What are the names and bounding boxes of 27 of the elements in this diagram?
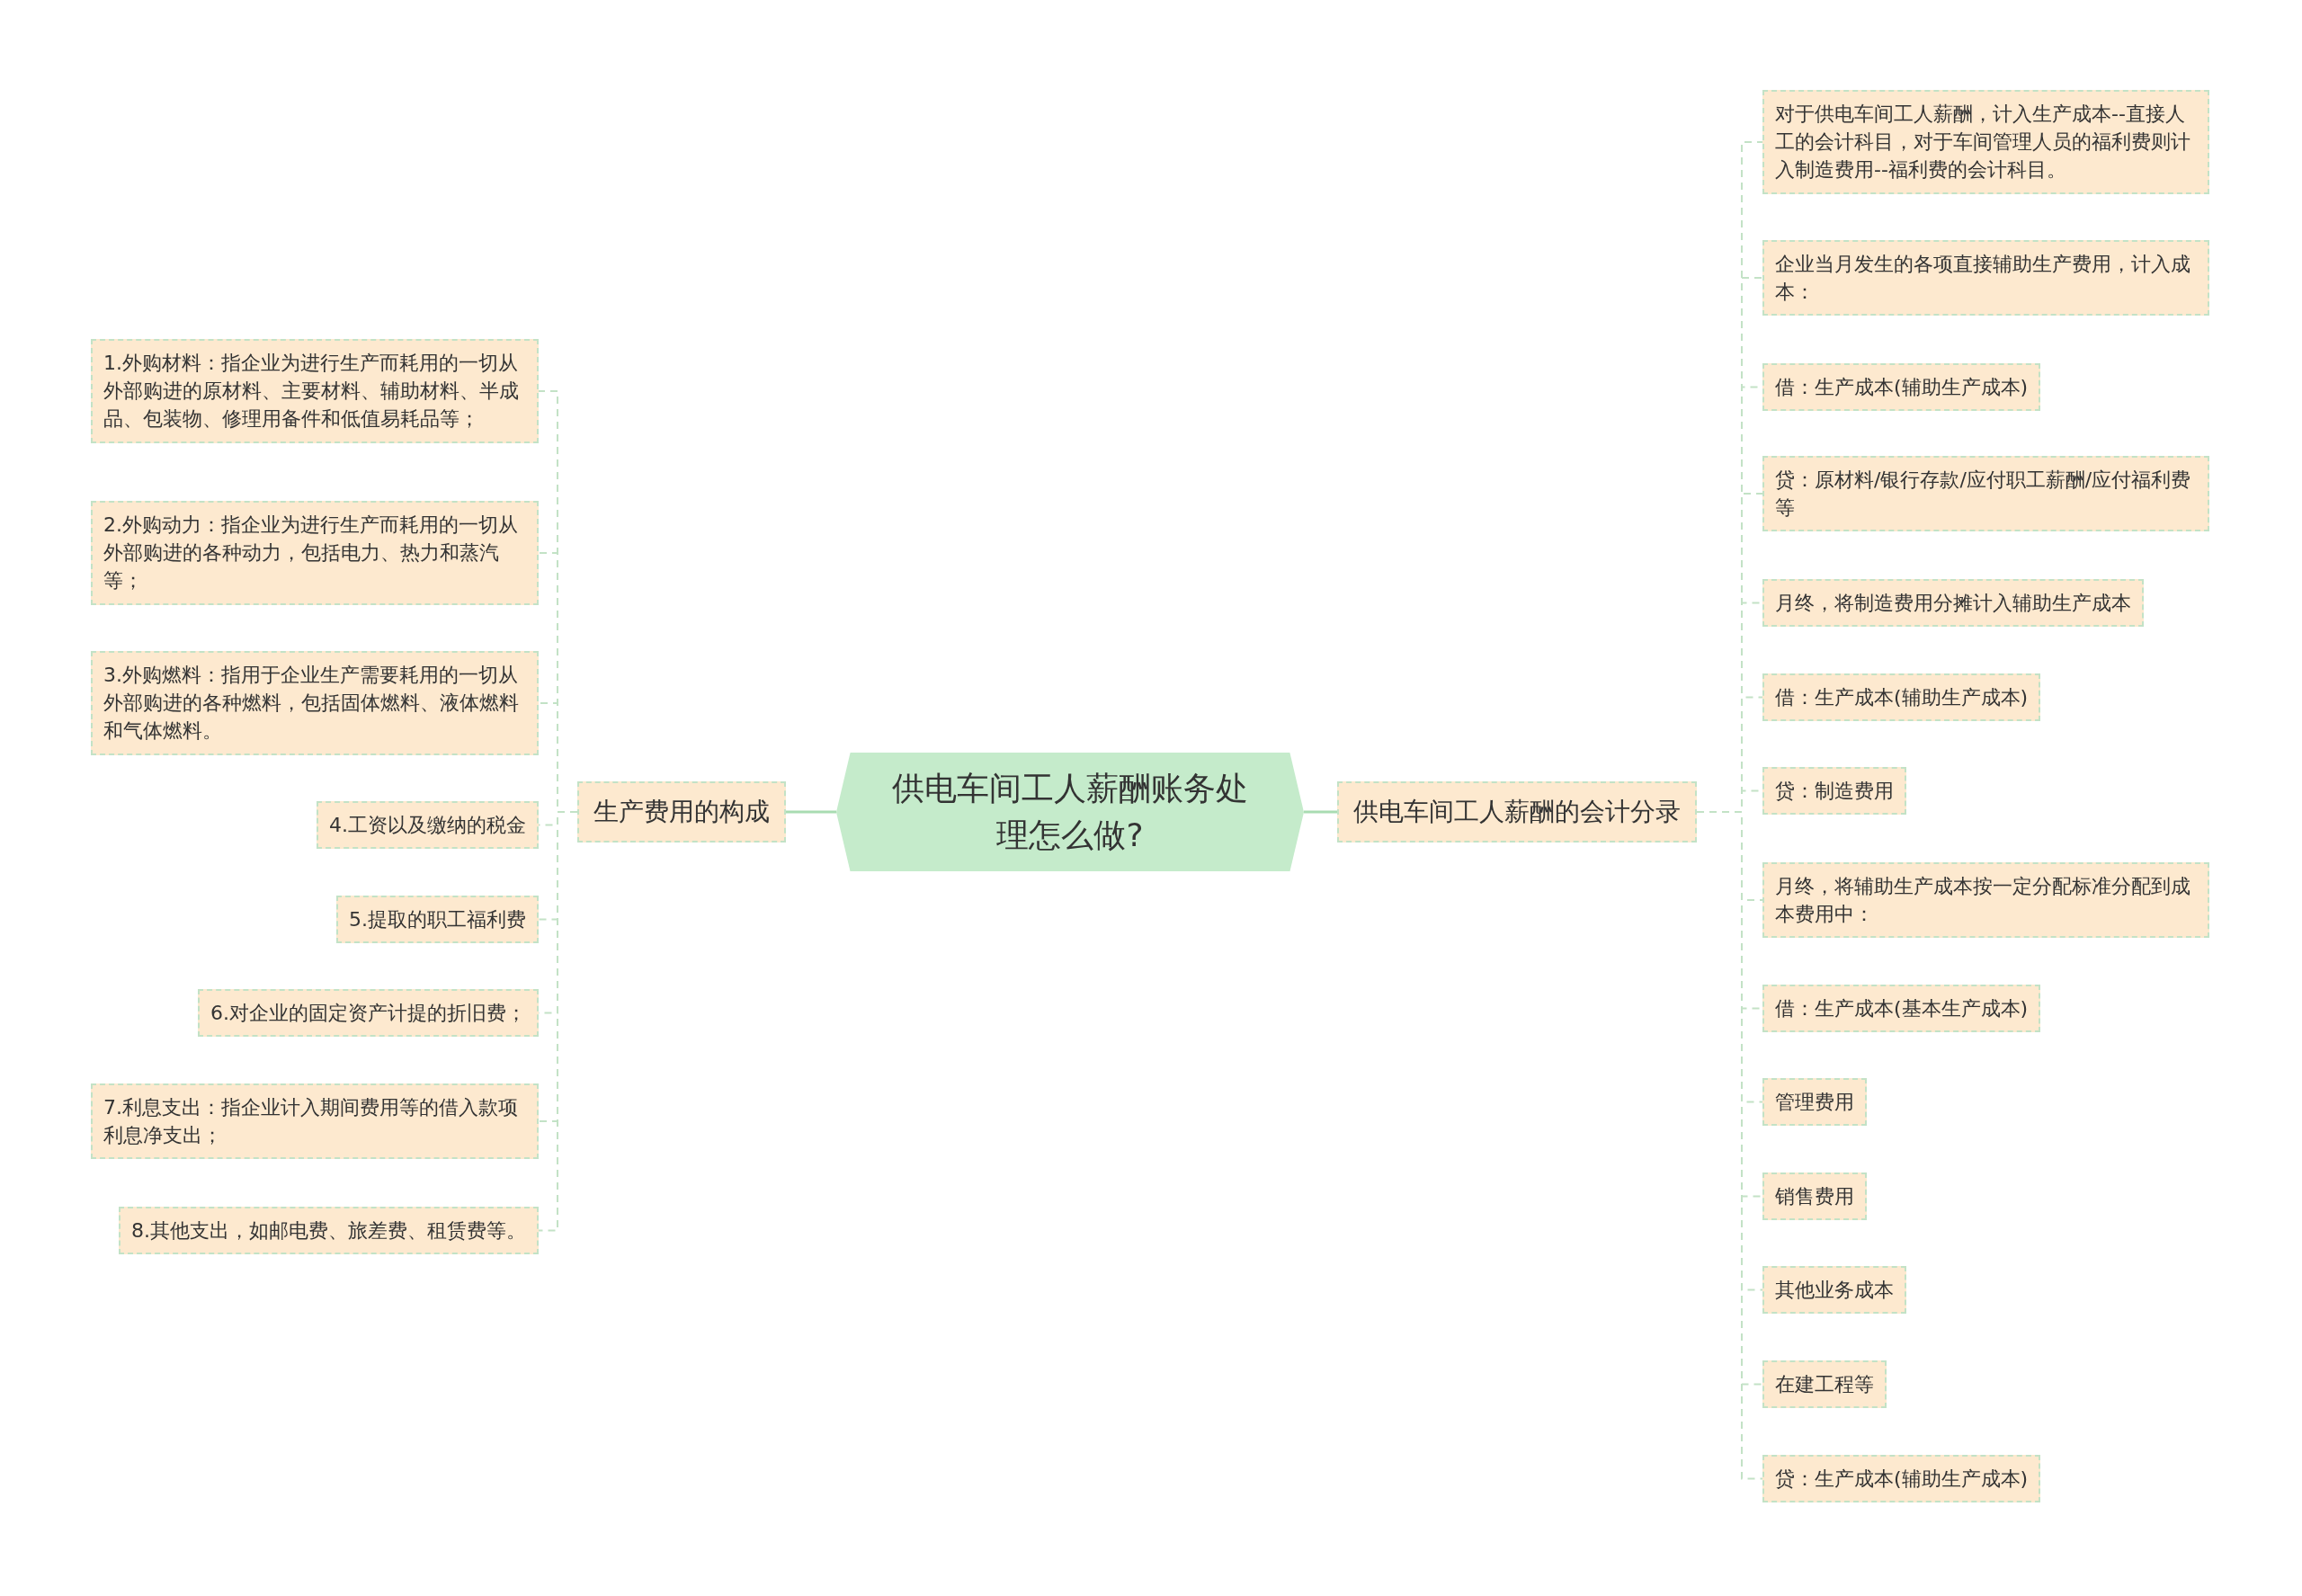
leaf-box: 6.对企业的固定资产计提的折旧费；: [198, 988, 539, 1037]
leaf-box: 贷：生产成本(辅助生产成本): [1762, 1454, 2041, 1502]
leaf-box: 5.提取的职工福利费: [336, 895, 539, 943]
leaf-box: 企业当月发生的各项直接辅助生产费用，计入成本：: [1762, 240, 2209, 317]
leaf-box: 4.工资以及缴纳的税金: [317, 800, 539, 849]
leaf-box: 在建工程等: [1762, 1360, 1887, 1408]
leaf-box: 7.利息支出：指企业计入期间费用等的借入款项利息净支出；: [91, 1083, 539, 1160]
connector: [786, 810, 836, 814]
leaf-box: 月终，将制造费用分摊计入辅助生产成本: [1762, 578, 2144, 627]
leaf-box: 3.外购燃料：指用于企业生产需要耗用的一切从外部购进的各种燃料，包括固体燃料、液体燃料和气体燃料。: [91, 651, 539, 755]
leaf-box: 对于供电车间工人薪酬，计入生产成本--直接人工的会计科目，对于车间管理人员的福利费则计入制造费用--福利费的会计科目。: [1762, 90, 2209, 194]
leaf-box: 销售费用: [1762, 1172, 1867, 1220]
connector: [1304, 810, 1337, 814]
leaf-box: 借：生产成本(辅助生产成本): [1762, 362, 2041, 411]
leaf-box: 2.外购动力：指企业为进行生产而耗用的一切从外部购进的各种动力，包括电力、热力和蒸汽等；: [91, 501, 539, 605]
branch-box: 生产费用的构成: [577, 781, 786, 843]
leaf-box: 贷：制造费用: [1762, 766, 1906, 815]
leaf-box: 月终，将辅助生产成本按一定分配标准分配到成本费用中：: [1762, 862, 2209, 939]
branch-box: 供电车间工人薪酬的会计分录: [1337, 781, 1697, 843]
leaf-box: 其他业务成本: [1762, 1265, 1906, 1314]
leaf-box: 借：生产成本(基本生产成本): [1762, 984, 2041, 1032]
leaf-box: 借：生产成本(辅助生产成本): [1762, 673, 2041, 721]
leaf-box: 贷：原材料/银行存款/应付职工薪酬/应付福利费等: [1762, 456, 2209, 532]
leaf-box: 管理费用: [1762, 1077, 1867, 1126]
topic-hexagon: 供电车间工人薪酬账务处理怎么做?: [836, 753, 1304, 872]
leaf-box: 1.外购材料：指企业为进行生产而耗用的一切从外部购进的原材料、主要材料、辅助材料、半成品、包装物、修理用备件和低值易耗品等；: [91, 339, 539, 443]
leaf-box: 8.其他支出，如邮电费、旅差费、租赁费等。: [119, 1206, 539, 1254]
